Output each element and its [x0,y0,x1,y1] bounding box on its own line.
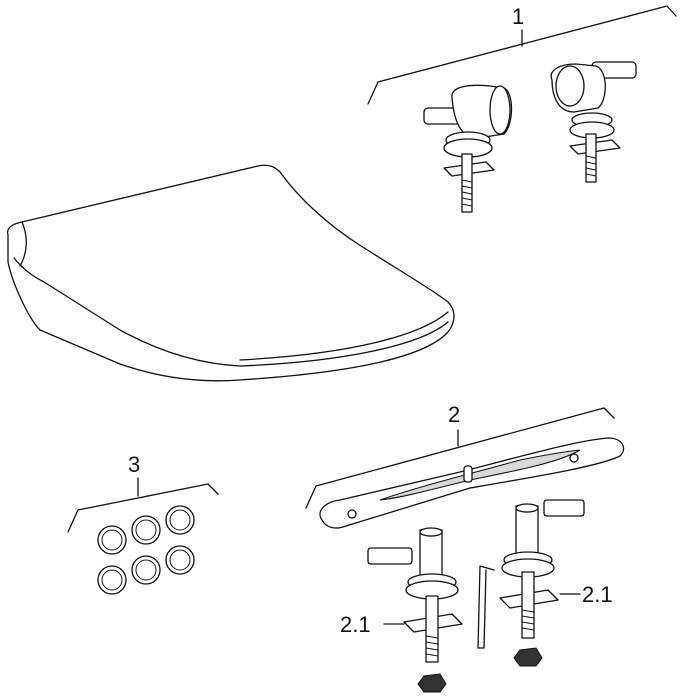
mounting-plate [319,437,625,529]
bracket-2 [305,407,615,509]
buffer-set-group: 3 [67,452,219,595]
fixing-bolt-right [499,499,585,667]
toilet-seat-lid [6,164,455,382]
fixing-set-group: 2 [305,402,625,693]
fixing-bolt-left [367,527,463,693]
label-2-1-left: 2.1 [340,612,371,637]
hinge-set-group: 1 [367,4,677,213]
bracket-3 [67,483,219,533]
hex-key [477,565,495,649]
label-1: 1 [512,4,524,29]
hinge-left [423,84,513,213]
label-2-1-right: 2.1 [582,582,613,607]
label-3: 3 [128,452,140,477]
buffer-discs [97,505,195,595]
hinge-right [550,61,637,183]
label-2: 2 [448,402,460,427]
